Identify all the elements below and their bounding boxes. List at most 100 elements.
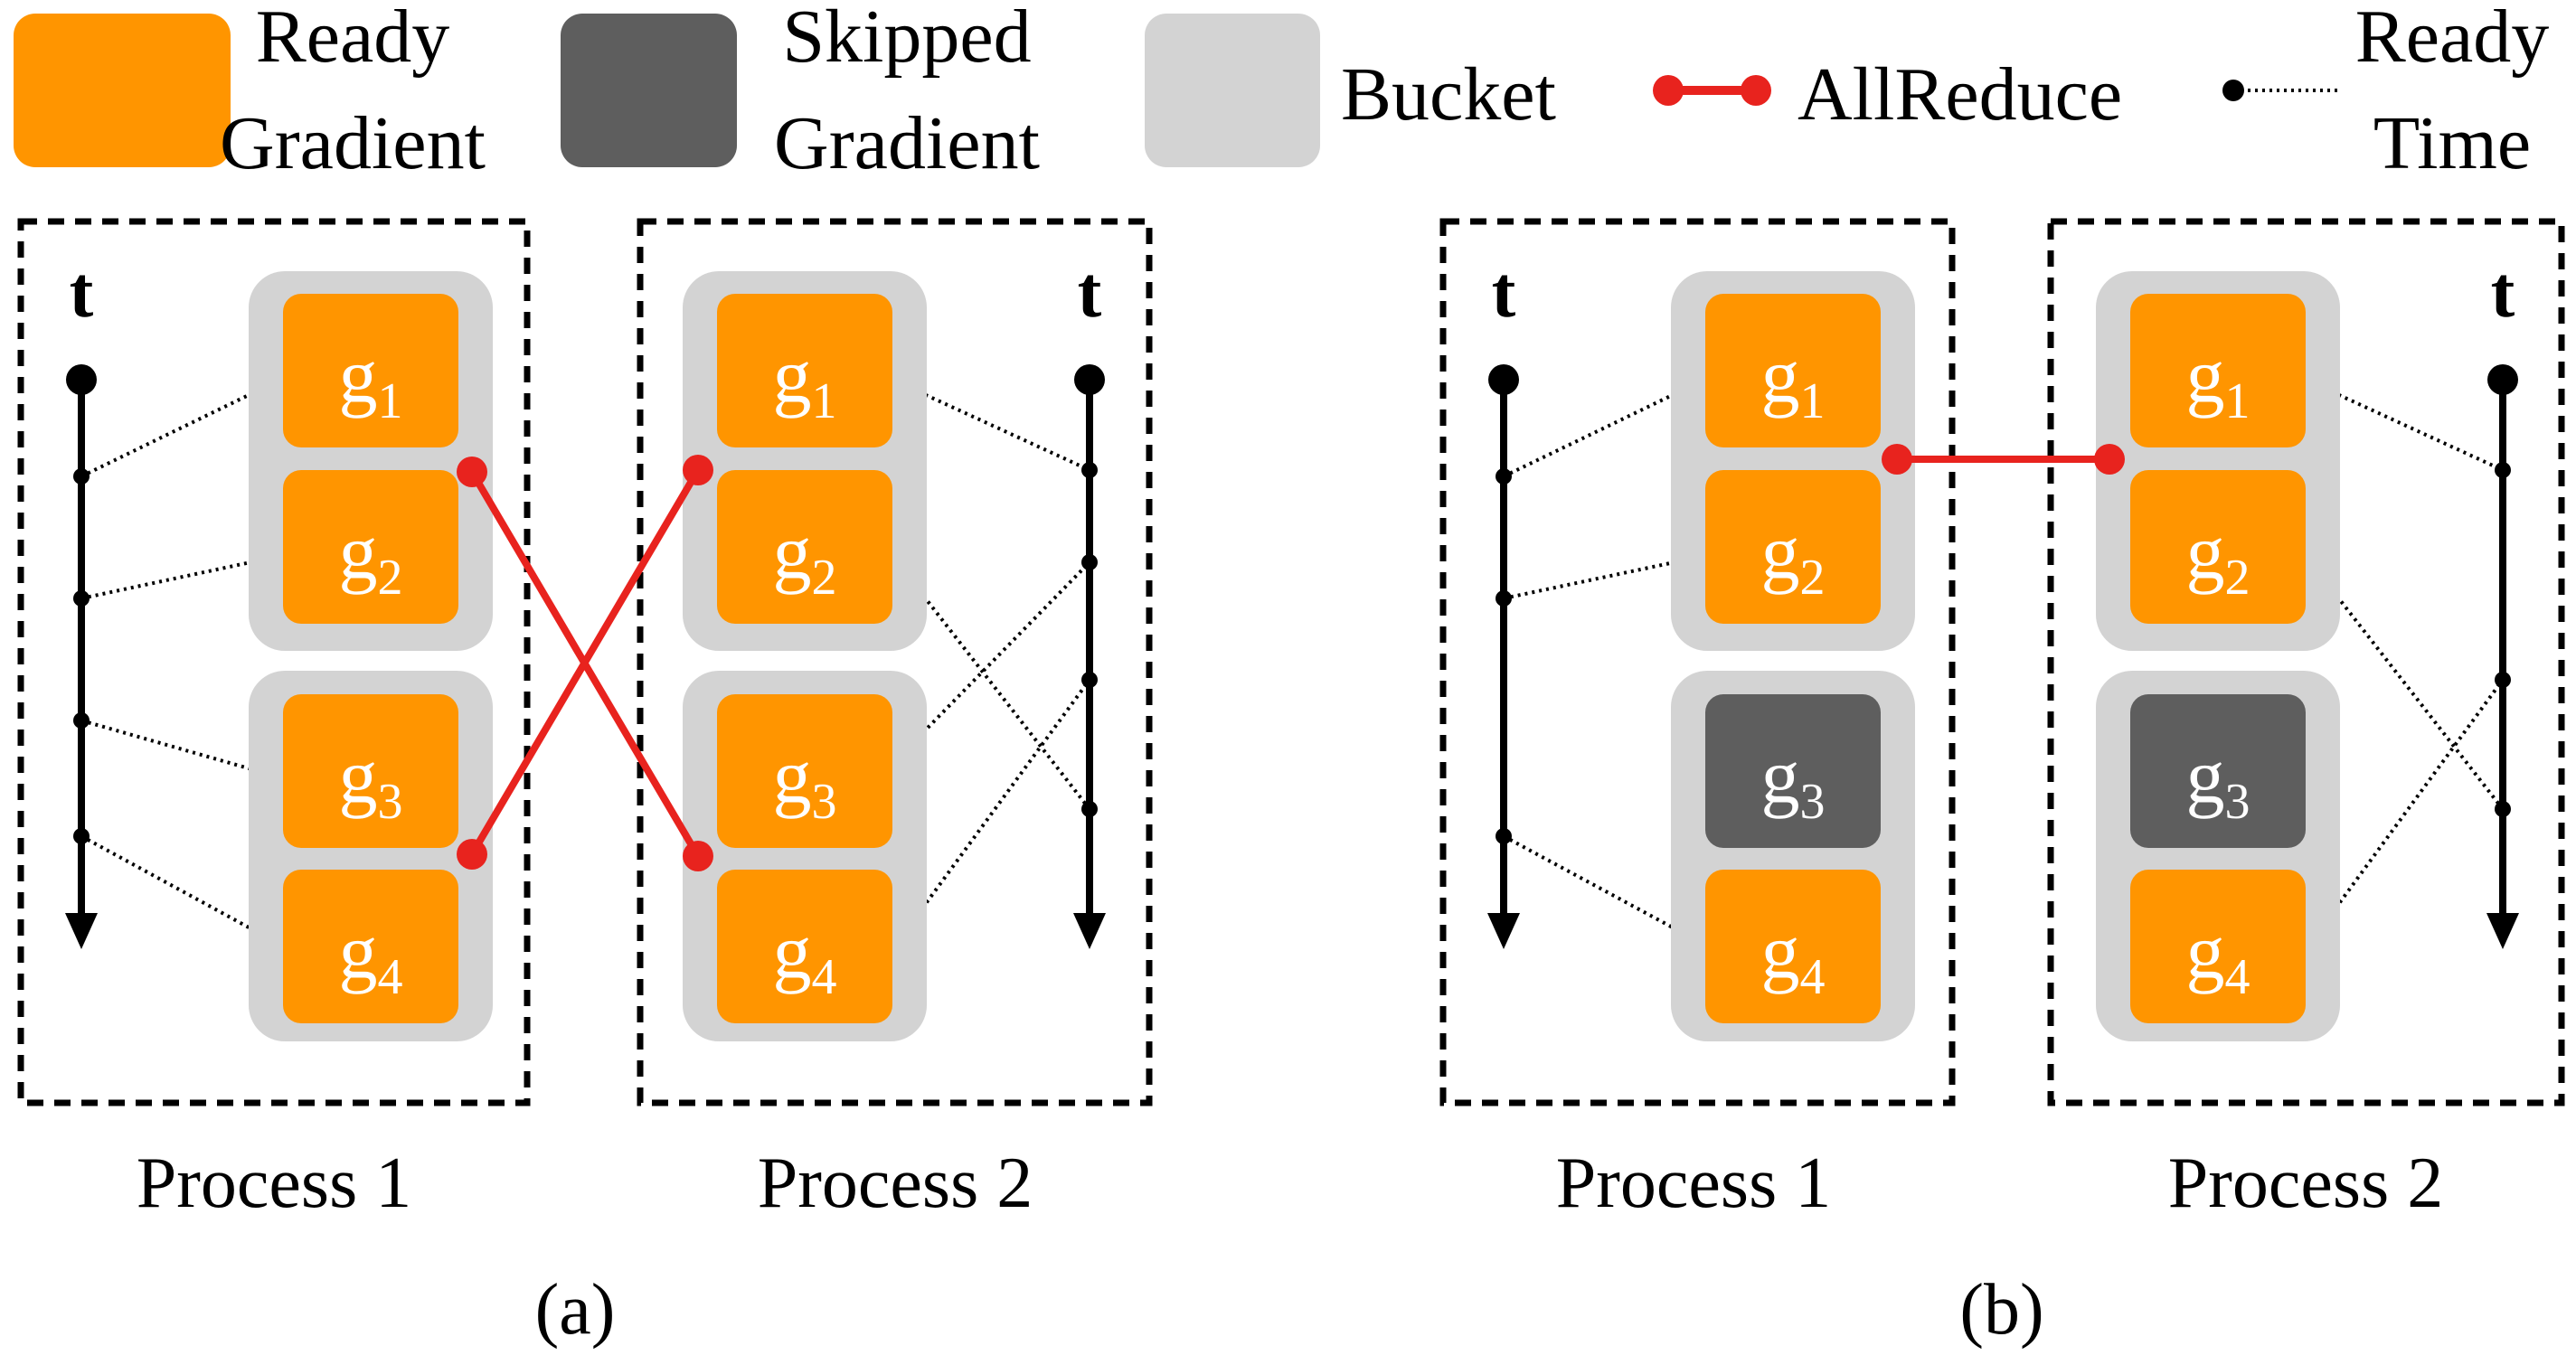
ready-time-dot bbox=[1496, 828, 1512, 844]
gradient-3: g3 bbox=[283, 694, 458, 848]
gradient-box bbox=[2130, 294, 2306, 447]
gradient-box bbox=[2130, 694, 2306, 848]
ready-time-link bbox=[891, 678, 1091, 951]
ready-time-dot bbox=[2495, 462, 2511, 478]
panel-a-process-1: t g1 g2 bbox=[17, 218, 531, 1223]
ready-time-dot bbox=[2495, 672, 2511, 688]
legend-readytime-label-1: Ready bbox=[2355, 0, 2550, 79]
ready-time-dot bbox=[73, 590, 90, 607]
time-axis-arrowhead bbox=[1073, 913, 1106, 949]
gradient-label: g3 bbox=[339, 732, 403, 830]
gradient-3: g3 bbox=[717, 694, 892, 848]
legend-allreduce-dot-left bbox=[1653, 75, 1684, 106]
gradient-label: g1 bbox=[1761, 332, 1826, 429]
gradient-box bbox=[1705, 694, 1881, 848]
time-axis-label: t bbox=[1492, 253, 1516, 333]
gradient-box bbox=[717, 470, 892, 624]
process-label: Process 1 bbox=[137, 1144, 411, 1223]
gradient-3: g3 bbox=[1705, 694, 1881, 848]
gradient-1: g1 bbox=[283, 294, 458, 447]
time-axis-label: t bbox=[2491, 253, 2515, 333]
gradient-1: g1 bbox=[1705, 294, 1881, 447]
panel-b-process-2: t g1 g2 g3 bbox=[2047, 218, 2565, 1223]
legend-allreduce-dot-right bbox=[1741, 75, 1771, 106]
process-label: Process 2 bbox=[2168, 1144, 2443, 1223]
ready-time-link bbox=[80, 378, 281, 478]
time-axis-start-dot bbox=[1074, 364, 1105, 395]
ready-time-dot bbox=[1496, 590, 1512, 607]
gradient-3: g3 bbox=[2130, 694, 2306, 848]
gradient-4: g4 bbox=[283, 870, 458, 1023]
gradient-label: g4 bbox=[339, 908, 403, 1005]
ready-time-dot bbox=[73, 468, 90, 485]
gradient-label: g2 bbox=[339, 508, 403, 606]
panel-b-process-1: t g1 g2 g3 bbox=[1439, 218, 1956, 1223]
legend-bucket-label: Bucket bbox=[1341, 52, 1556, 136]
allreduce-dot bbox=[457, 839, 487, 870]
ready-time-link bbox=[2304, 554, 2505, 811]
legend-skipped-label-1: Skipped bbox=[782, 0, 1031, 79]
gradient-4: g4 bbox=[1705, 870, 1881, 1023]
gradient-1: g1 bbox=[717, 294, 892, 447]
ready-time-dot bbox=[1496, 468, 1512, 485]
gradient-label: g2 bbox=[773, 508, 837, 606]
legend-ready-label-1: Ready bbox=[256, 0, 450, 79]
time-axis-start-dot bbox=[2487, 364, 2518, 395]
time-axis-arrowhead bbox=[1487, 913, 1520, 949]
ready-time-link bbox=[80, 554, 281, 600]
process-box bbox=[1439, 218, 1956, 1106]
ready-time-dot bbox=[73, 828, 90, 844]
time-axis-arrowhead bbox=[65, 913, 98, 949]
panel-b: t g1 g2 g3 bbox=[1439, 218, 2565, 1350]
ready-time-dot bbox=[73, 712, 90, 729]
panel-a-process-2: t g1 g2 g3 bbox=[637, 218, 1153, 1223]
gradient-4: g4 bbox=[717, 870, 892, 1023]
time-axis-arrowhead bbox=[2486, 913, 2519, 949]
legend-bucket-swatch bbox=[1145, 14, 1320, 167]
gradient-2: g2 bbox=[1705, 470, 1881, 624]
gradient-label: g1 bbox=[2186, 332, 2250, 429]
gradient-box bbox=[717, 694, 892, 848]
gradient-box bbox=[717, 294, 892, 447]
gradient-box bbox=[283, 870, 458, 1023]
time-axis-start-dot bbox=[1488, 364, 1519, 395]
gradient-label: g3 bbox=[773, 732, 837, 830]
ready-time-dot bbox=[1081, 801, 1098, 817]
gradient-box bbox=[717, 870, 892, 1023]
ready-time-dot bbox=[2495, 801, 2511, 817]
ready-time-link bbox=[1503, 554, 1705, 600]
ready-time-link bbox=[2304, 678, 2505, 951]
legend-skipped-swatch bbox=[561, 14, 737, 167]
legend-skipped-label-2: Gradient bbox=[774, 101, 1040, 185]
time-axis-label: t bbox=[70, 253, 94, 333]
panel-a: t g1 g2 bbox=[17, 218, 1153, 1350]
gradient-box bbox=[283, 470, 458, 624]
allreduce-dot bbox=[457, 457, 487, 487]
allreduce-dot bbox=[1882, 444, 1912, 475]
process-label: Process 1 bbox=[1556, 1144, 1831, 1223]
gradient-label: g1 bbox=[339, 332, 403, 429]
allreduce-dot bbox=[2094, 444, 2125, 475]
time-axis-start-dot bbox=[66, 364, 97, 395]
process-box bbox=[637, 218, 1153, 1106]
gradient-box bbox=[283, 694, 458, 848]
gradient-4: g4 bbox=[2130, 870, 2306, 1023]
legend-ready-label-2: Gradient bbox=[220, 101, 486, 185]
gradient-box bbox=[1705, 470, 1881, 624]
ready-time-dot bbox=[1081, 554, 1098, 570]
ready-time-link bbox=[891, 554, 1091, 811]
gradient-2: g2 bbox=[717, 470, 892, 624]
panel-caption: (b) bbox=[1959, 1270, 2043, 1350]
allreduce-link bbox=[468, 467, 702, 857]
gradient-box bbox=[1705, 870, 1881, 1023]
allreduce-dot bbox=[683, 455, 713, 485]
gradient-label: g4 bbox=[2186, 908, 2250, 1005]
legend-readytime-label-2: Time bbox=[2373, 101, 2531, 185]
ready-time-dot bbox=[1081, 672, 1098, 688]
gradient-label: g4 bbox=[1761, 908, 1826, 1005]
gradient-box bbox=[1705, 294, 1881, 447]
legend-ready-swatch bbox=[14, 14, 231, 167]
ready-time-link bbox=[80, 834, 281, 946]
gradient-box bbox=[2130, 470, 2306, 624]
